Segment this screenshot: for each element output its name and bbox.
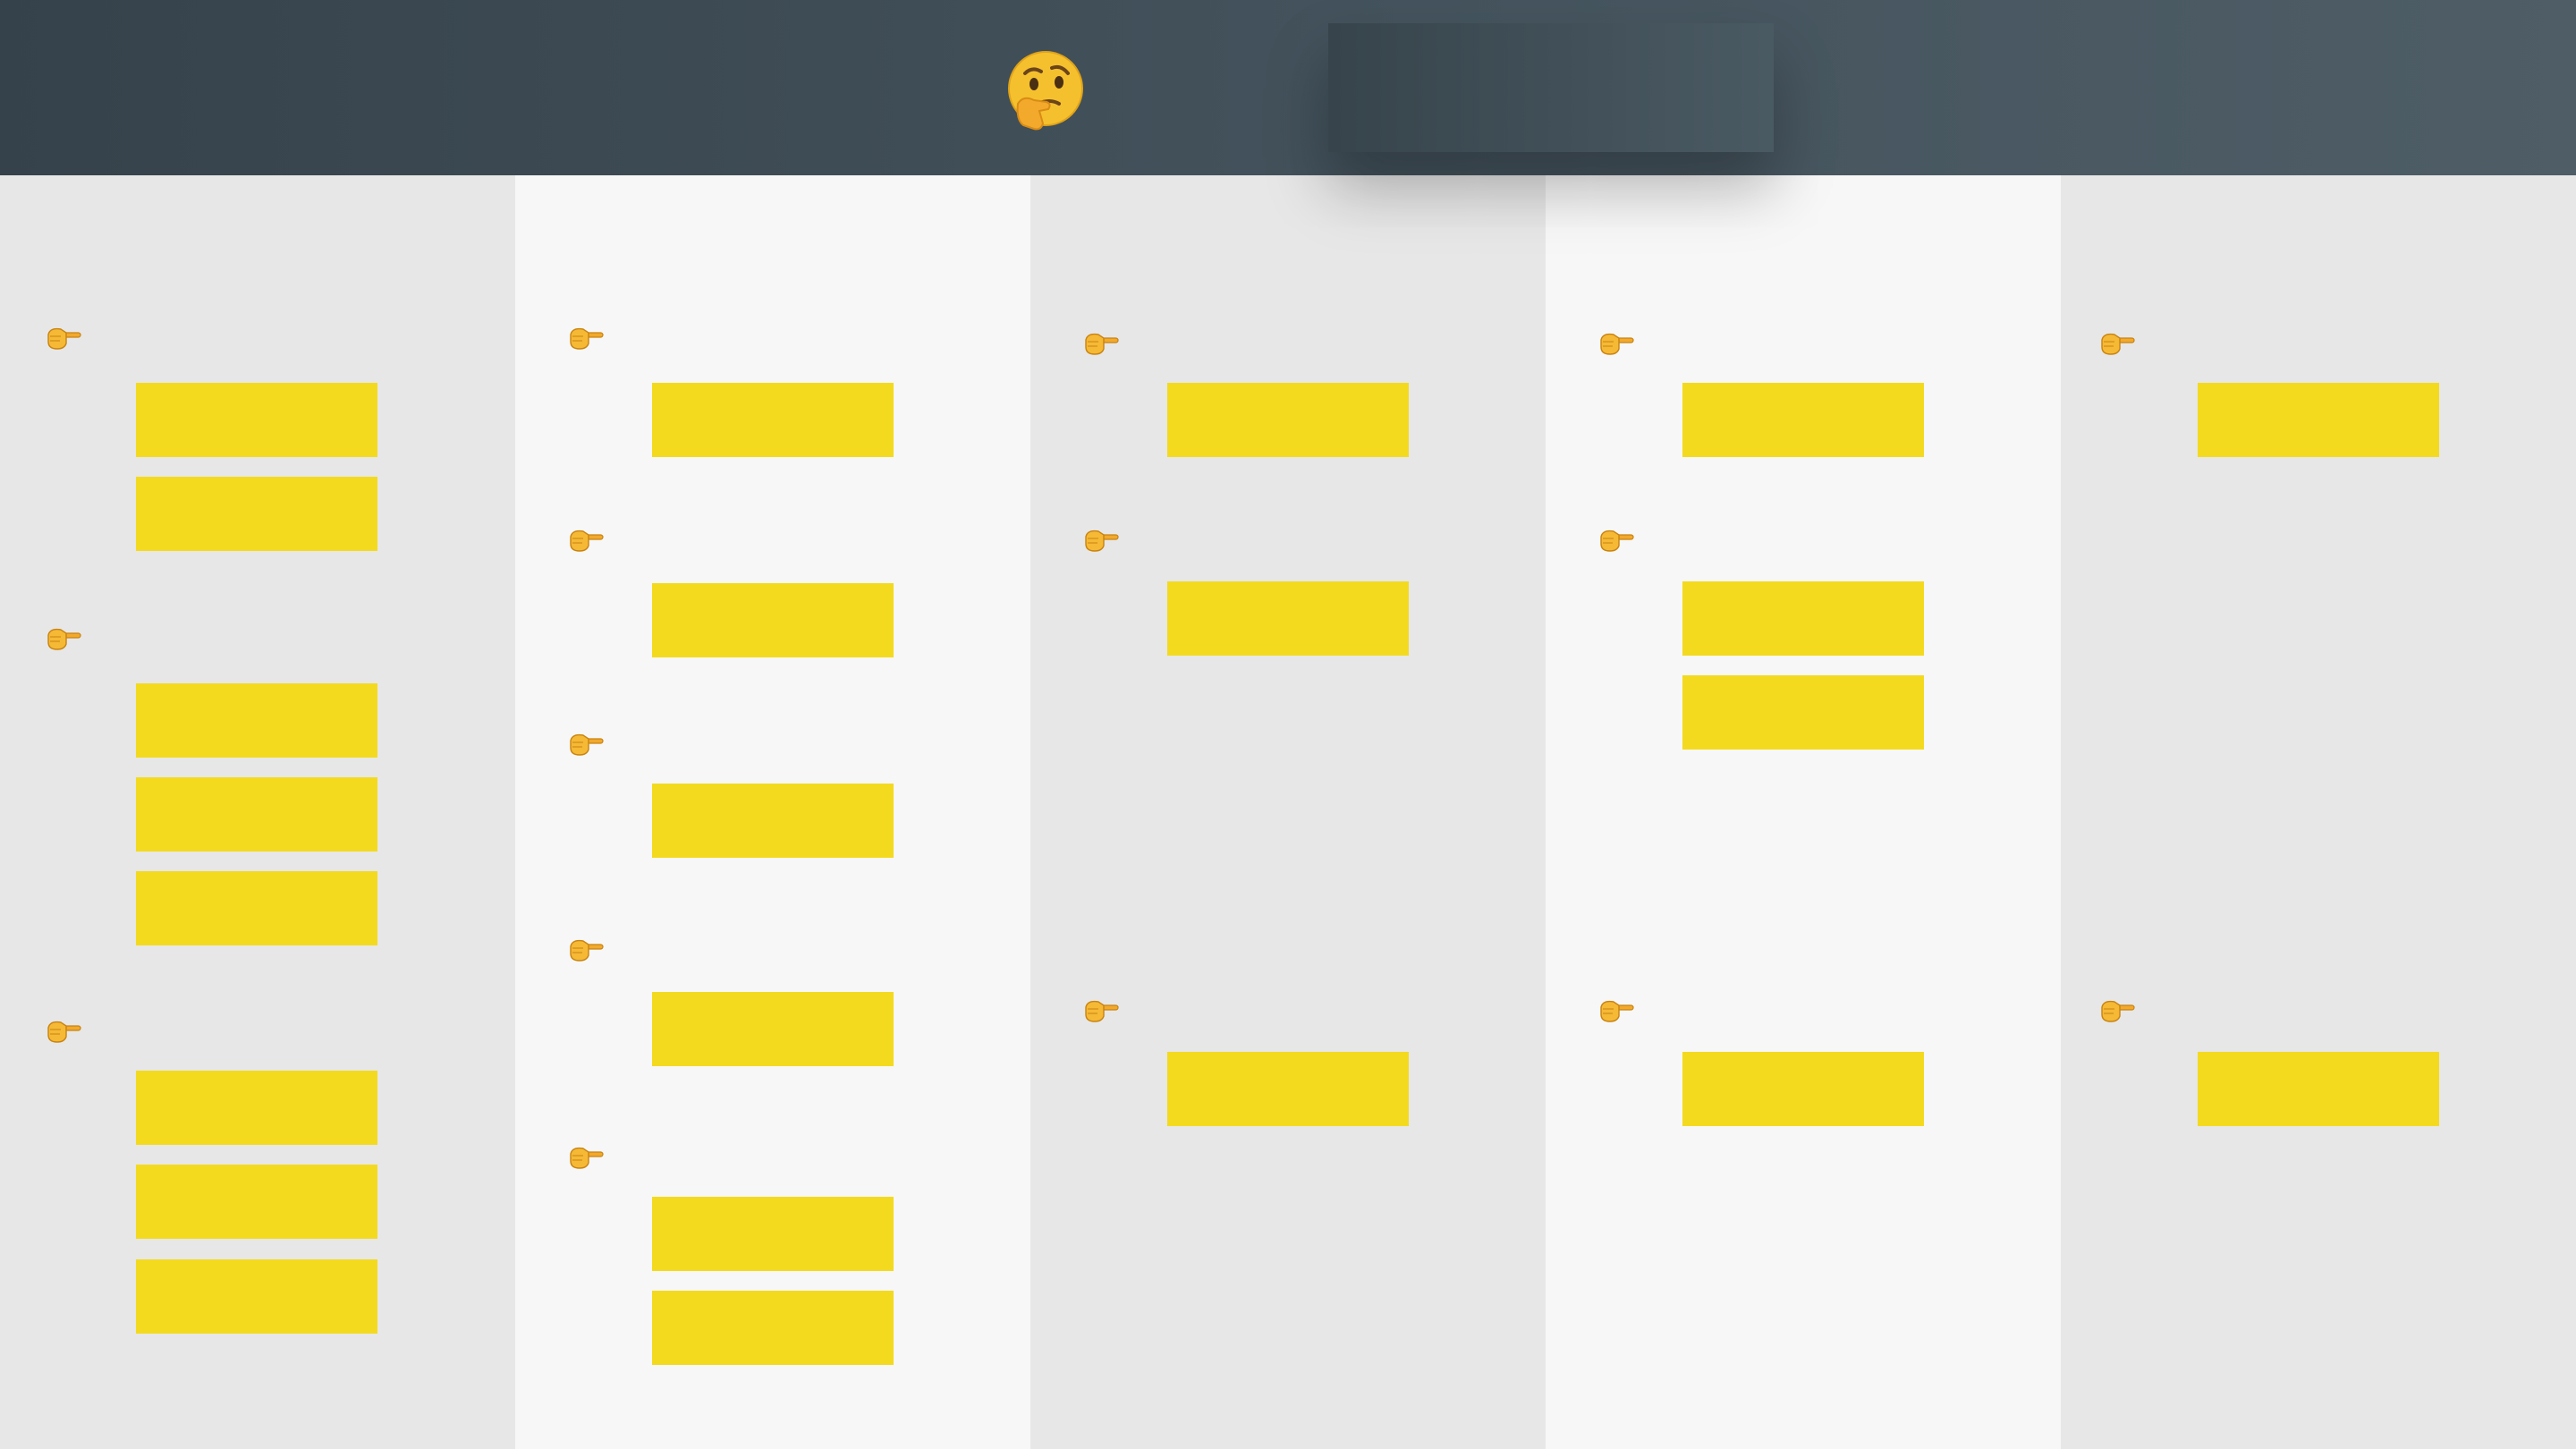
sticky-note[interactable] bbox=[652, 1197, 894, 1271]
pointing-hand-icon bbox=[567, 324, 605, 351]
sticky-note[interactable] bbox=[1682, 581, 1924, 656]
pointing-hand-icon bbox=[1597, 329, 1635, 356]
sticky-note[interactable] bbox=[1682, 675, 1924, 750]
sticky-note[interactable] bbox=[1682, 1052, 1924, 1126]
sticky-note[interactable] bbox=[136, 1259, 377, 1334]
sticky-note[interactable] bbox=[2198, 1052, 2439, 1126]
pointing-hand-icon bbox=[567, 526, 605, 553]
pointing-hand-icon bbox=[567, 730, 605, 757]
top-header bbox=[0, 0, 2576, 175]
sticky-note[interactable] bbox=[2198, 383, 2439, 457]
sticky-note[interactable] bbox=[136, 871, 377, 945]
pointing-hand-icon bbox=[2098, 329, 2136, 356]
pointing-hand-icon bbox=[1597, 526, 1635, 553]
pointing-hand-icon bbox=[45, 324, 82, 351]
sticky-note[interactable] bbox=[1167, 383, 1409, 457]
sticky-note[interactable] bbox=[136, 1165, 377, 1239]
sticky-note[interactable] bbox=[136, 683, 377, 758]
pointing-hand-icon bbox=[567, 936, 605, 962]
pointing-hand-icon bbox=[1597, 996, 1635, 1023]
sticky-note[interactable] bbox=[1682, 383, 1924, 457]
board-column-3 bbox=[1030, 175, 1546, 1449]
sticky-note[interactable] bbox=[652, 992, 894, 1066]
thinking-face-icon bbox=[1005, 50, 1086, 131]
pointing-hand-icon bbox=[1082, 329, 1120, 356]
pointing-hand-icon bbox=[1082, 996, 1120, 1023]
sticky-note[interactable] bbox=[136, 1071, 377, 1145]
pointing-hand-icon bbox=[1082, 526, 1120, 553]
pointing-hand-icon bbox=[2098, 996, 2136, 1023]
pointing-hand-icon bbox=[45, 1017, 82, 1044]
board-column-5 bbox=[2061, 175, 2576, 1449]
sticky-note[interactable] bbox=[652, 784, 894, 858]
header-panel bbox=[1328, 23, 1774, 152]
sticky-note[interactable] bbox=[136, 777, 377, 852]
board-column-4 bbox=[1546, 175, 2061, 1449]
sticky-note[interactable] bbox=[652, 1291, 894, 1365]
pointing-hand-icon bbox=[45, 624, 82, 651]
sticky-note[interactable] bbox=[652, 583, 894, 657]
sticky-note[interactable] bbox=[136, 383, 377, 457]
sticky-note[interactable] bbox=[652, 383, 894, 457]
sticky-note[interactable] bbox=[1167, 1052, 1409, 1126]
sticky-note[interactable] bbox=[1167, 581, 1409, 656]
pointing-hand-icon bbox=[567, 1143, 605, 1170]
sticky-note[interactable] bbox=[136, 477, 377, 551]
